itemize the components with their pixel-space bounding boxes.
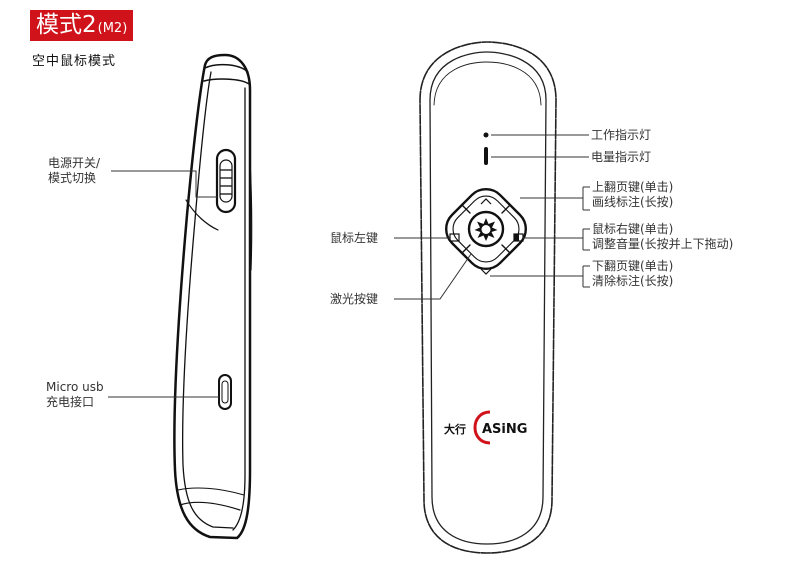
usb-port-label-line1: Micro usb — [46, 380, 104, 394]
front-leader-lines — [394, 134, 590, 300]
brand-name-en: ASiNG — [482, 422, 527, 437]
side-leader-lines — [108, 170, 219, 398]
down-key-label: 下翻页键(单击) 清除标注(长按) — [592, 259, 673, 289]
power-switch-label: 电源开关/ 模式切换 — [48, 156, 100, 186]
usb-port-label-line2: 充电接口 — [46, 395, 95, 409]
power-switch[interactable] — [215, 148, 237, 214]
usb-port-label: Micro usb 充电接口 — [46, 380, 104, 410]
brand-name-cn: 大行 — [444, 422, 466, 436]
right-key-label-line1: 鼠标右键(单击) — [592, 222, 674, 236]
micro-usb-port[interactable] — [218, 374, 232, 410]
down-key-label-line2: 清除标注(长按) — [592, 274, 674, 288]
up-key-label-line2: 画线标注(长按) — [592, 195, 674, 209]
laser-button[interactable] — [474, 218, 498, 241]
front-view-device — [419, 41, 557, 554]
work-light-label: 工作指示灯 — [591, 128, 652, 142]
mode-subtitle: 空中鼠标模式 — [32, 54, 117, 69]
laser-key-label: 激光按键 — [330, 292, 379, 306]
nav-keypad — [445, 188, 527, 270]
up-key-label: 上翻页键(单击) 画线标注(长按) — [592, 180, 673, 210]
down-key-label-line1: 下翻页键(单击) — [592, 259, 674, 273]
page-down-key[interactable] — [480, 268, 492, 275]
page-up-key[interactable] — [480, 198, 492, 205]
indicator-lights — [483, 132, 489, 165]
brand-logo: 大行 ASiNG — [444, 410, 527, 445]
mode-title: 模式2 — [36, 12, 97, 38]
right-key-label: 鼠标右键(单击) 调整音量(长按并上下拖动) — [592, 222, 733, 252]
right-key-label-line2: 调整音量(长按并上下拖动) — [592, 237, 734, 251]
power-switch-label-line2: 模式切换 — [48, 171, 97, 185]
left-key-label: 鼠标左键 — [330, 231, 379, 245]
up-key-label-line1: 上翻页键(单击) — [592, 180, 674, 194]
side-view-device — [173, 53, 253, 540]
mode-code: (M2) — [97, 21, 128, 36]
battery-light-label: 电量指示灯 — [591, 150, 652, 164]
mode-title-badge: 模式2 (M2) — [30, 10, 134, 41]
power-switch-label-line1: 电源开关/ — [48, 156, 101, 170]
